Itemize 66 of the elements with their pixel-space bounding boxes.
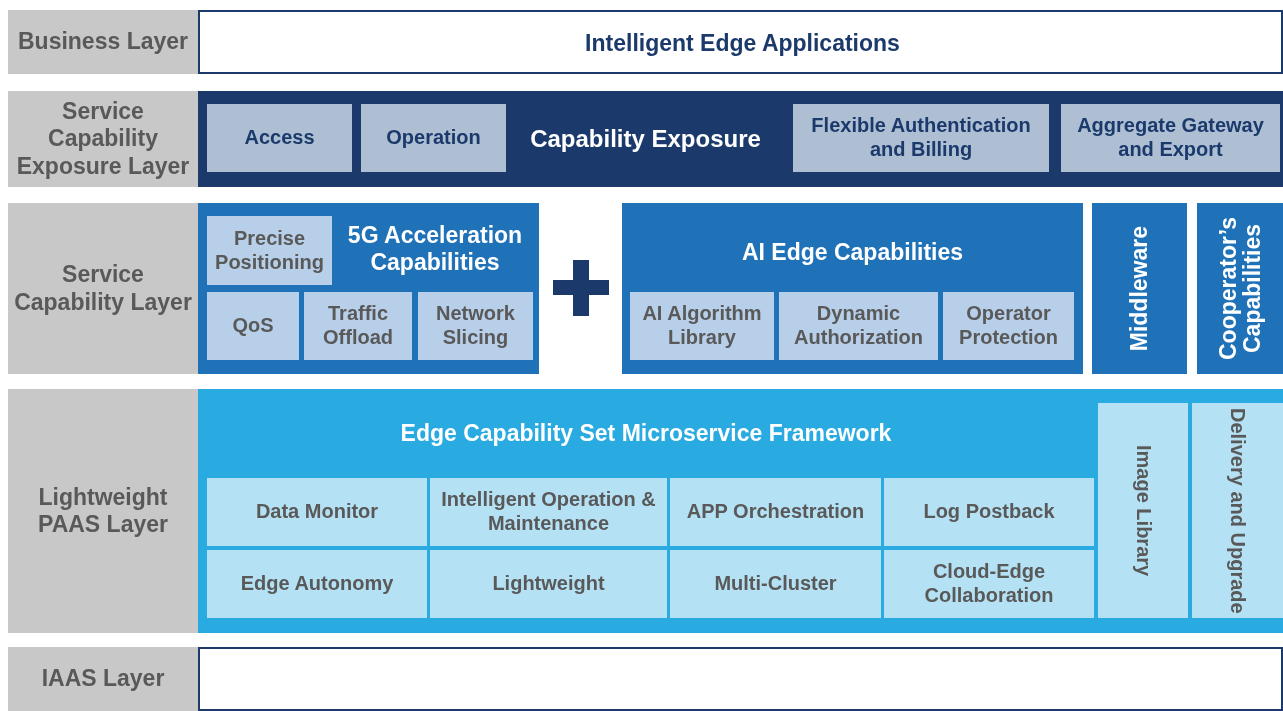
layer-label [8,203,198,374]
capability-box [943,292,1074,360]
capability-panel [1197,203,1283,374]
capability-label: Aggregate Gateway and Export [1076,114,1265,162]
capability-label: Dynamic Authorization [793,302,924,350]
service-box [207,550,427,618]
capability-label: Middleware [1127,225,1152,352]
capability-label: Cooperator’s Capabilities [1215,215,1265,363]
framework-panel [198,389,1283,633]
service-box [430,550,667,618]
capability-panel [198,203,539,374]
layer-name: Business Layer [18,28,188,56]
layer-name: Service Capability Exposure Layer [15,98,191,180]
capability-label: Cloud-Edge Collaboration [923,560,1055,608]
content-box [198,10,1283,74]
service-box [670,550,881,618]
capability-panel [1092,203,1187,374]
capability-label: Delivery and Upgrade [1227,407,1248,614]
layer-label [8,91,198,187]
capability-label: Traffic Offload [322,302,394,350]
capability-box [304,292,412,360]
layer-name: IAAS Layer [41,665,165,693]
capability-box [418,292,533,360]
capability-label: Intelligent Edge Applications [585,30,900,58]
capability-box [207,292,299,360]
layer-name: Lightweight PAAS Layer [37,483,169,539]
service-box [670,478,881,546]
capability-box [207,104,352,172]
capability-label: Multi-Cluster [714,572,837,596]
capability-label: Operator Protection [958,302,1059,350]
capability-box [207,216,332,285]
capability-box [361,104,506,172]
capability-label: AI Algorithm Library [641,302,763,350]
capability-label: Image Library [1132,444,1154,577]
panel-heading: 5G Acceleration Capabilities [346,221,524,277]
panel-heading: AI Edge Capabilities [741,239,964,267]
capability-box [630,292,774,360]
capability-label: Lightweight [492,572,605,596]
panel-heading: Capability Exposure [530,124,761,154]
service-box [207,478,427,546]
layer-name: Service Capability Layer [13,261,193,316]
capability-box [793,104,1049,172]
capability-label: Flexible Authentication and Billing [810,114,1032,162]
capability-label: Precise Positioning [214,226,325,275]
capability-box [1061,104,1280,172]
capability-panel [622,203,1083,374]
capability-label: APP Orchestration [686,500,865,524]
layer-label [8,647,198,711]
capability-label: QoS [232,314,274,338]
capability-label: Access [244,126,315,150]
service-box [884,550,1094,618]
layer-label [8,10,198,74]
service-box [1192,403,1283,618]
service-box [430,478,667,546]
capability-band [198,91,1283,187]
service-box [884,478,1094,546]
capability-label: Network Slicing [435,302,516,350]
capability-label: Operation [386,126,481,150]
capability-label: Log Postback [923,500,1055,524]
layer-label [8,389,198,633]
capability-label: Data Monitor [255,500,379,524]
service-box [1098,403,1188,618]
panel-heading: Edge Capability Set Microservice Framework [400,420,892,448]
capability-label: Edge Autonomy [240,572,394,596]
capability-label: Intelligent Operation & Maintenance [440,488,657,536]
capability-box [779,292,938,360]
